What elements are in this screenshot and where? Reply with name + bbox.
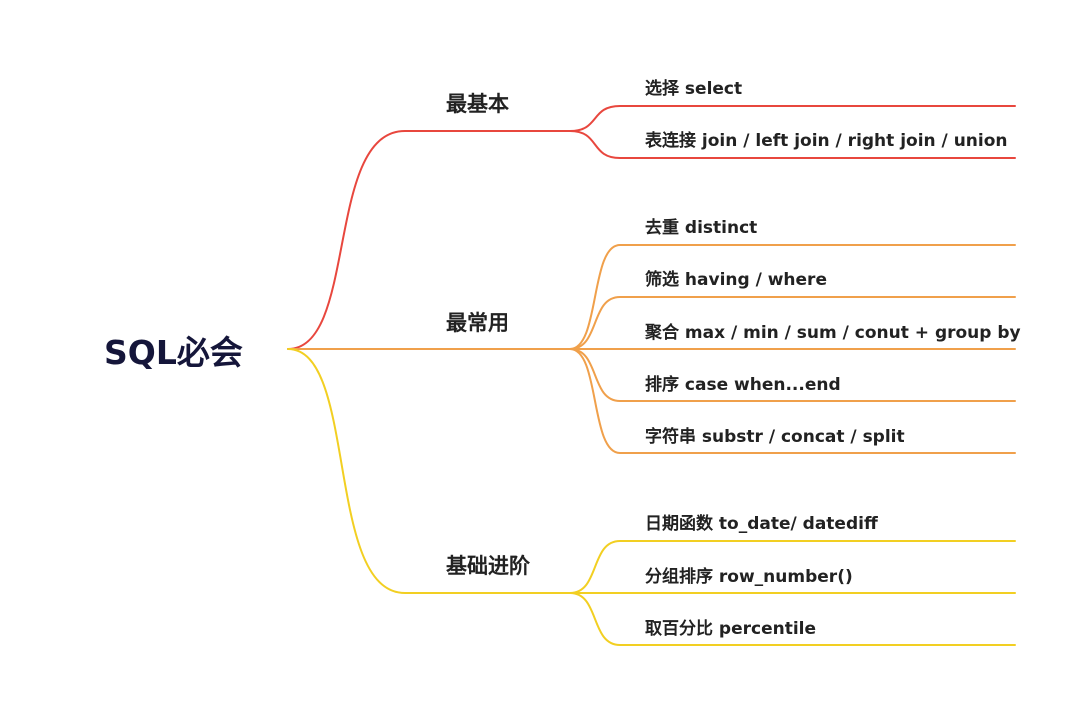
leaf-node-sort: 排序 case when...end (645, 375, 841, 395)
leaf-node-date-function: 日期函数 to_date/ datediff (645, 514, 878, 534)
branch-node-advanced: 基础进阶 (446, 554, 530, 578)
leaf-connector (569, 592, 1016, 646)
leaf-node-percentile: 取百分比 percentile (645, 619, 817, 639)
leaf-node-group-sort: 分组排序 row_number() (645, 567, 853, 587)
leaf-connector (569, 130, 1016, 159)
leaf-node-aggregate: 聚合 max / min / sum / conut + group by (645, 323, 1021, 343)
branch-node-common: 最常用 (446, 311, 509, 335)
leaf-node-join: 表连接 join / left join / right join / unio… (645, 131, 1008, 151)
leaf-connector (569, 348, 1016, 402)
leaf-node-string: 字符串 substr / concat / split (645, 427, 905, 447)
leaf-connector (569, 348, 1016, 454)
leaf-connector (569, 296, 1016, 350)
leaf-connector (569, 105, 1016, 132)
branch-connector (287, 348, 571, 594)
branch-node-basic: 最基本 (446, 92, 509, 116)
leaf-node-distinct: 去重 distinct (645, 218, 758, 238)
leaf-connector (569, 244, 1016, 350)
root-node: SQL必会 (104, 333, 243, 372)
leaf-connector (569, 540, 1016, 594)
leaf-node-filter: 筛选 having / where (645, 270, 827, 290)
branch-connector (287, 130, 571, 350)
leaf-node-select: 选择 select (645, 79, 743, 99)
